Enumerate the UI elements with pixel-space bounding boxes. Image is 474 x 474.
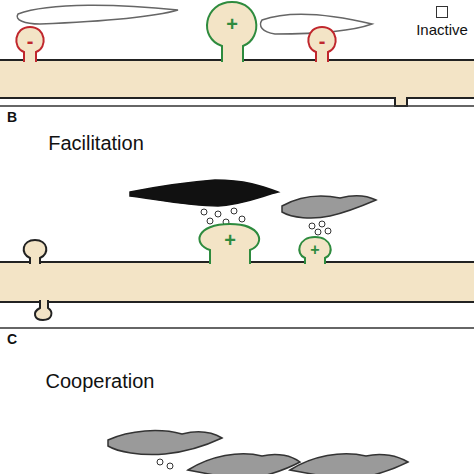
dendrite [0, 262, 474, 302]
spine-sign: + [310, 242, 319, 258]
active-axon [188, 454, 300, 474]
active-axon [108, 431, 222, 455]
dendrite-bump [395, 97, 407, 106]
potentiated-spine [299, 237, 330, 264]
active-axon [130, 180, 278, 206]
panel-letter: C [7, 332, 17, 346]
potentiated-spine [199, 224, 259, 264]
spine-sign: + [224, 230, 236, 250]
dendrite [0, 60, 474, 98]
depressed-spine [16, 27, 43, 62]
panel-title: Facilitation [48, 133, 144, 153]
legend-text: Inactive [416, 21, 468, 38]
panel-title: Cooperation [46, 371, 155, 391]
depressed-spine [308, 27, 335, 62]
potentiated-spine [207, 2, 256, 62]
spine-sign: + [226, 14, 238, 34]
active-axon [282, 196, 376, 218]
legend-swatch [436, 6, 448, 18]
vesicles [157, 459, 173, 469]
panel-divider [0, 327, 474, 329]
panel-divider [0, 105, 474, 107]
panel-letter: B [7, 110, 17, 124]
spine [24, 240, 47, 264]
spine-sign: - [319, 31, 326, 51]
active-axon [290, 454, 408, 474]
spine-sign: - [27, 31, 34, 51]
spine [35, 300, 51, 320]
inactive-axon [17, 5, 178, 24]
